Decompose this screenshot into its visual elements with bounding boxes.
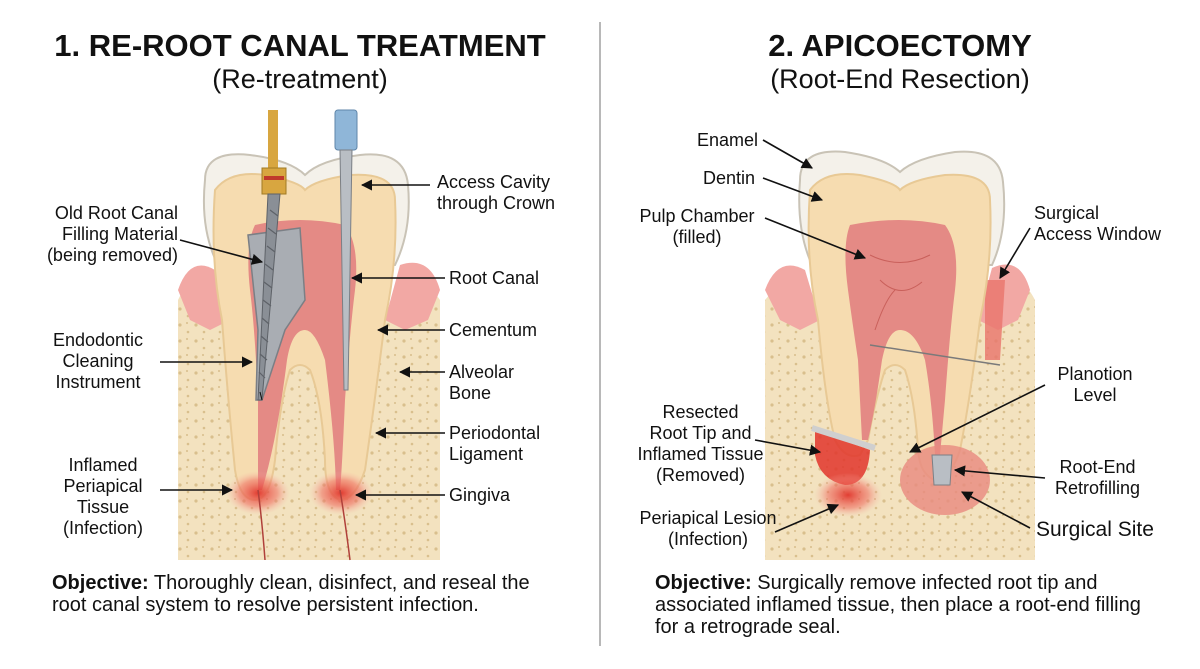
surgical-access-flap [985, 280, 1005, 360]
irrigation-tip [334, 109, 358, 391]
left-panel-title: 1. RE-ROOT CANAL TREATMENT [54, 28, 546, 63]
label-root-canal: Root Canal [449, 268, 540, 288]
endodontic-instrument [257, 110, 287, 401]
left-objective: Objective: Thoroughly clean, disinfect, … [52, 572, 562, 616]
left-objective-label: Objective: [52, 572, 149, 594]
label-resected-root-tip: Resected Root Tip and Inflamed Tissue (R… [637, 402, 764, 485]
label-endodontic-instrument: Endodontic Cleaning Instrument [52, 330, 144, 392]
left-leader-lines [160, 179, 445, 501]
gingiva-right [765, 265, 820, 330]
panel-divider [599, 22, 601, 646]
left-panel-subtitle: (Re-treatment) [212, 64, 388, 94]
right-tooth-illustration [765, 150, 1035, 560]
label-enamel: Enamel [697, 130, 759, 150]
pulp-chamber-right [845, 220, 957, 455]
right-objective-text: Surgically remove infected root tip and … [655, 572, 1141, 638]
label-surgical-access-window: Surgical Access Window [1034, 203, 1162, 244]
label-cementum: Cementum [449, 320, 538, 340]
label-surgical-site: Surgical Site [1036, 518, 1154, 541]
label-old-filling: Old Root Canal Filling Material (being r… [46, 203, 178, 265]
right-panel-title: 2. APICOECTOMY [768, 28, 1032, 63]
right-leader-lines [754, 139, 1046, 533]
left-objective-text: Thoroughly clean, disinfect, and reseal … [52, 572, 530, 616]
label-periapical-lesion: Periapical Lesion (Infection) [639, 508, 777, 549]
left-tooth-illustration [178, 109, 440, 561]
label-alveolar-bone: Alveolar Bone [449, 362, 515, 403]
label-gingiva: Gingiva [449, 485, 511, 505]
root-end-retrofilling [931, 454, 953, 486]
right-objective-label: Objective: [655, 572, 752, 594]
label-access-cavity: Access Cavity through Crown [437, 172, 556, 213]
right-objective: Objective: Surgically remove infected ro… [655, 572, 1155, 638]
label-inflamed-tissue: Inflamed Periapical Tissue (Infection) [62, 455, 144, 538]
label-planotion-level: Planotion Level [1057, 364, 1133, 405]
label-dentin: Dentin [703, 168, 756, 188]
resected-root-tip [815, 430, 870, 485]
right-panel-subtitle: (Root-End Resection) [770, 64, 1030, 94]
label-periodontal-ligament: Periodontal Ligament [449, 423, 541, 464]
label-root-end-retrofilling: Root-End Retrofilling [1054, 457, 1141, 498]
label-pulp-chamber: Pulp Chamber (filled) [639, 206, 755, 247]
